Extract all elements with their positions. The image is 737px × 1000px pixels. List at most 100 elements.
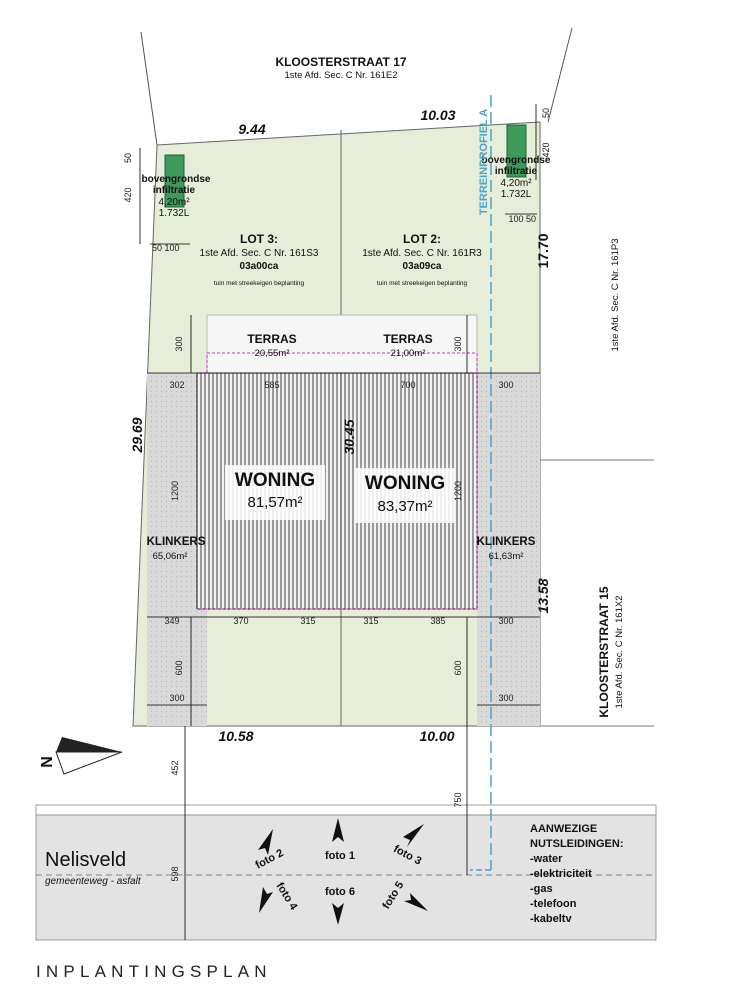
dim-right-upper: 17.70 (535, 233, 551, 268)
lot2-house-label: WONING (365, 473, 445, 494)
lot3-house-label: WONING (235, 470, 315, 491)
north-neighbour-parcel: 1ste Afd. Sec. C Nr. 161E2 (284, 70, 397, 81)
dim-385: 385 (430, 616, 445, 626)
dim-100-right: 100 (508, 214, 523, 224)
lot2-parcel: 1ste Afd. Sec. C Nr. 161R3 (362, 248, 482, 259)
dim-600-left: 600 (174, 660, 184, 675)
dim-420-right: 420 (541, 142, 551, 157)
utility-item: -gas (530, 883, 553, 895)
infiltration-lot3-volume: 1.732L (159, 208, 190, 219)
dim-349: 349 (164, 616, 179, 626)
terrace-area (206, 314, 478, 374)
road-type: gemeenteweg - asfalt (45, 876, 142, 887)
dim-bottom-right: 10.00 (419, 728, 454, 744)
arrow-foto-1-icon (332, 818, 344, 842)
arrow-foto-6-icon (332, 903, 344, 925)
dim-50-bottom-left: 50 (152, 243, 162, 253)
arrow-foto-5-icon (404, 893, 428, 911)
east-top-parcel: 1ste Afd. Sec. C Nr. 161P3 (610, 238, 621, 351)
dim-1200-right: 1200 (453, 481, 463, 501)
dim-300-bottom-right: 300 (498, 693, 513, 703)
lot3-garden: tuin met streekeigen beplanting (214, 280, 305, 287)
lot2-pavers-label: KLINKERS (477, 536, 536, 548)
infiltration-bed-lot2 (506, 124, 527, 178)
utility-item: -water (530, 853, 563, 865)
lot3-title: LOT 3: (240, 232, 278, 246)
lot3-pavers-area: 65,06m² (153, 551, 188, 562)
dim-452: 452 (170, 760, 180, 775)
lot2-title: LOT 2: (403, 232, 441, 246)
east-bottom-parcel: 1ste Afd. Sec. C Nr. 161X2 (614, 595, 625, 708)
dim-300-mid-right: 300 (498, 616, 513, 626)
infiltration-lot2-line1: bovengrondse (482, 155, 551, 166)
north-boundary-line (140, 31, 158, 146)
dim-top-right: 10.03 (420, 107, 455, 123)
house-lot3-label-bg (225, 465, 325, 520)
lot3-parcel: 1ste Afd. Sec. C Nr. 161S3 (200, 248, 319, 259)
dim-315-left: 315 (300, 616, 315, 626)
arrow-foto-3-icon (403, 824, 424, 847)
photo-6-label: foto 6 (325, 886, 355, 898)
utility-item: -elektriciteit (530, 868, 592, 880)
dim-left-side: 29.69 (129, 417, 145, 453)
lot2-terrace-label: TERRAS (383, 332, 432, 346)
dim-100-bottom-left: 100 (164, 243, 179, 253)
lot3-area: 03a00ca (240, 261, 279, 272)
photo-1-label: foto 1 (325, 850, 355, 862)
infiltration-lot3-line2: infiltratie (153, 185, 196, 196)
north-arrow-icon-lower (55, 751, 123, 775)
house-lot2-label-bg (355, 468, 455, 523)
road-verge (35, 804, 657, 816)
dim-300-bottom-left: 300 (169, 693, 184, 703)
dim-300-terrace-right: 300 (453, 336, 463, 351)
dim-300-terrace-left: 300 (174, 336, 184, 351)
road-surface (35, 814, 657, 941)
dim-top-left: 9.44 (238, 121, 265, 137)
dim-585: 585 (264, 380, 279, 390)
dim-middle: 30.45 (341, 419, 357, 454)
infiltration-lot3-area: 4,20m² (158, 197, 190, 208)
dim-598: 598 (170, 866, 180, 881)
utility-item: -kabeltv (530, 913, 572, 925)
infiltration-lot2-line2: infiltratie (495, 166, 538, 177)
dim-1200-left: 1200 (170, 481, 180, 501)
utility-item: -telefoon (530, 898, 577, 910)
dim-302: 302 (169, 380, 184, 390)
north-neighbour-name: KLOOSTERSTRAAT 17 (275, 55, 406, 69)
dim-50-left: 50 (123, 153, 133, 163)
utilities-title-2: NUTSLEIDINGEN: (530, 838, 624, 850)
photo-arrows (258, 818, 428, 925)
dim-50-bottom-right: 50 (526, 214, 536, 224)
lot3-terrace-label: TERRAS (247, 332, 296, 346)
infiltration-lot2-volume: 1.732L (501, 189, 532, 200)
dim-300-top-right: 300 (498, 380, 513, 390)
dim-right-lower: 13.58 (535, 578, 551, 613)
infiltration-lot2-area: 4,20m² (500, 178, 532, 189)
utilities-title-1: AANWEZIGE (530, 823, 597, 835)
lot3-pavers-label: KLINKERS (147, 536, 206, 548)
dim-bottom-left: 10.58 (218, 728, 253, 744)
north-arrow-icon (56, 737, 122, 752)
arrow-foto-4-icon (259, 887, 273, 913)
dim-420-left: 420 (123, 187, 133, 202)
dimension-lines (139, 104, 540, 940)
lot2-house-area: 83,37m² (377, 498, 432, 515)
lot3-house-area: 81,57m² (247, 494, 302, 511)
arrow-foto-2-icon (258, 829, 273, 855)
east-boundary-line (547, 27, 573, 123)
infiltration-lot3-line1: bovengrondse (142, 174, 211, 185)
paving-right (477, 373, 540, 726)
dim-370: 370 (233, 616, 248, 626)
profile-label: TERREINPROFIEL A (478, 109, 490, 215)
lot2-pavers-area: 61,63m² (489, 551, 524, 562)
dim-315-right: 315 (363, 616, 378, 626)
lot2-terrace-area: 21,00m² (391, 348, 426, 359)
lot3-terrace-area: 20,55m² (255, 348, 290, 359)
page-title: INPLANTINGSPLAN (36, 962, 272, 981)
infiltration-bed-lot3 (164, 154, 185, 208)
dim-700: 700 (400, 380, 415, 390)
dim-750: 750 (453, 792, 463, 807)
east-bottom-name: KLOOSTERSTRAAT 15 (597, 586, 611, 717)
dim-50-right: 50 (541, 108, 551, 118)
